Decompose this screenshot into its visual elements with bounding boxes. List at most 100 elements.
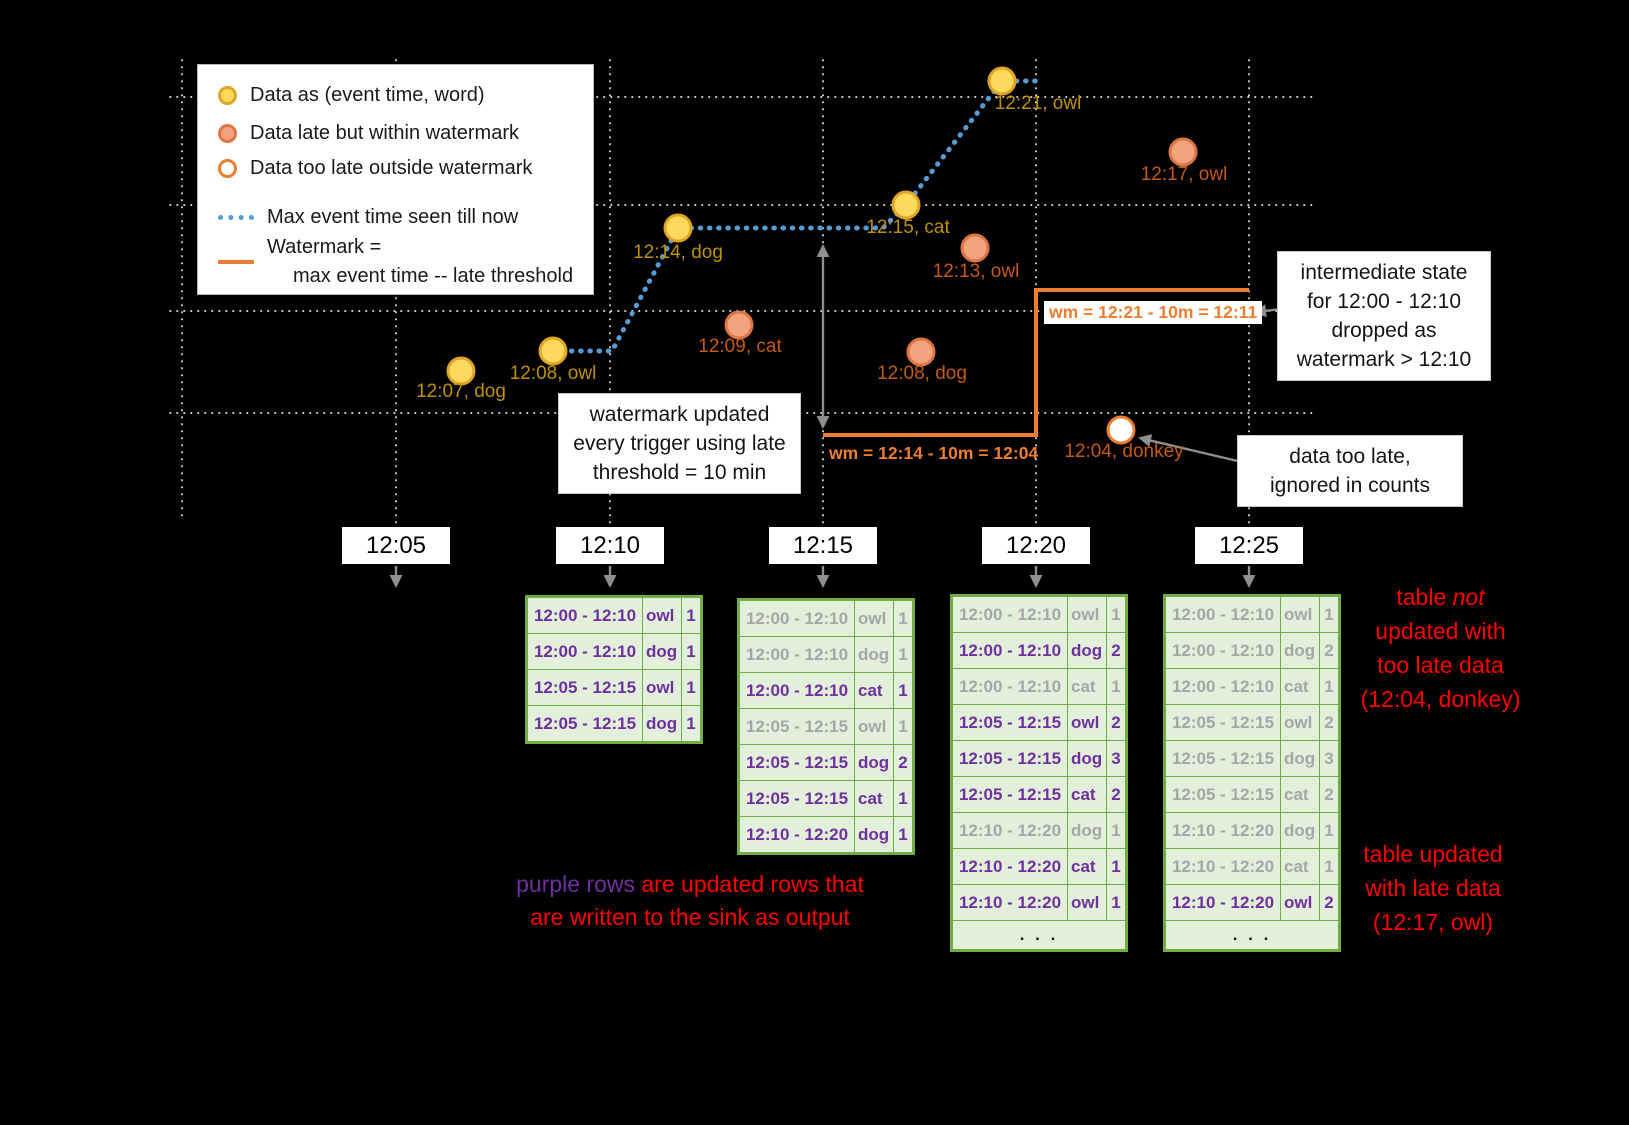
callout-state-dropped: intermediate state for 12:00 - 12:10 dro… — [1277, 251, 1491, 381]
cell-window: 12:05 - 12:15 — [951, 776, 1068, 813]
callout-line: for 12:00 - 12:10 — [1306, 290, 1462, 313]
cell-word: owl — [1067, 884, 1107, 921]
cell-word: owl — [1280, 884, 1320, 921]
note-line: (12:17, owl) — [1372, 909, 1494, 935]
data-point-label: 12:09, cat — [698, 336, 782, 357]
cell-count: 1 — [1319, 812, 1340, 849]
cell-count: 1 — [893, 780, 914, 817]
cell-window: 12:05 - 12:15 — [738, 744, 855, 781]
cell-count: 2 — [1319, 884, 1340, 921]
cell-count: 1 — [681, 596, 702, 634]
purple-rows-text: purple rows — [516, 871, 635, 897]
cell-word: cat — [854, 672, 894, 709]
legend: Data as (event time, word) Data late but… — [197, 64, 594, 295]
cell-window: 12:10 - 12:20 — [1164, 812, 1281, 849]
cell-word: dog — [1067, 740, 1107, 777]
late-dot-icon — [218, 123, 237, 143]
data-point-label: 12:04, donkey — [1064, 441, 1184, 462]
data-point-label: 12:21, owl — [994, 93, 1082, 114]
cell-word: dog — [854, 744, 894, 781]
callout-line: watermark > 12:10 — [1296, 348, 1472, 371]
note-line: are written to the sink as output — [530, 904, 850, 930]
cell-window: 12:10 - 12:20 — [951, 848, 1068, 885]
note-table-updated: table updated with late data (12:17, owl… — [1338, 837, 1528, 939]
data-point-label: 12:08, owl — [509, 363, 597, 384]
cell-word: owl — [1280, 595, 1320, 633]
cell-word: cat — [1067, 848, 1107, 885]
time-tick-12-05: 12:05 — [342, 527, 450, 564]
cell-window: 12:00 - 12:10 — [1164, 668, 1281, 705]
callout-line: data too late, — [1289, 445, 1411, 468]
time-tick-12-15: 12:15 — [769, 527, 877, 564]
watermark-line-icon — [218, 260, 254, 264]
data-point-late — [960, 233, 990, 263]
cell-word: dog — [642, 633, 682, 670]
data-point-label: 12:07, dog — [416, 381, 506, 402]
cell-count: 1 — [681, 705, 702, 743]
legend-item-watermark: Watermark = max event time -- late thres… — [218, 233, 585, 291]
note-text: are updated rows that — [635, 871, 864, 897]
ontime-dot-icon — [218, 85, 237, 105]
cell-window: 12:10 - 12:20 — [951, 812, 1068, 849]
note-line: too late data — [1377, 652, 1504, 678]
callout-line: threshold = 10 min — [592, 461, 767, 484]
data-point-label: 12:08, dog — [877, 363, 967, 384]
callout-line: every trigger using late — [573, 432, 786, 455]
cell-word: dog — [854, 636, 894, 673]
callout-line: ignored in counts — [1270, 474, 1430, 497]
cell-count: 2 — [1106, 776, 1127, 813]
cell-window: 12:10 - 12:20 — [1164, 848, 1281, 885]
callout-line: intermediate state — [1300, 261, 1468, 284]
cell-word: dog — [642, 705, 682, 743]
time-tick-12-10: 12:10 — [556, 527, 664, 564]
cell-window: 12:00 - 12:10 — [1164, 632, 1281, 669]
cell-ellipsis: . . . — [1164, 920, 1340, 951]
cell-window: 12:00 - 12:10 — [738, 672, 855, 709]
cell-window: 12:05 - 12:15 — [1164, 740, 1281, 777]
note-line: table not — [1338, 580, 1543, 614]
cell-word: dog — [1280, 740, 1320, 777]
note-line: updated with — [1375, 618, 1506, 644]
data-point-label: 12:17, owl — [1140, 164, 1228, 185]
legend-item-late: Data late but within watermark — [218, 119, 585, 147]
legend-label: Data late but within watermark — [250, 121, 520, 144]
cell-count: 2 — [1319, 632, 1340, 669]
cell-count: 1 — [893, 816, 914, 854]
cell-word: cat — [1280, 848, 1320, 885]
cell-word: cat — [1280, 776, 1320, 813]
max-event-time-line — [550, 78, 1041, 354]
cell-ellipsis: . . . — [951, 920, 1127, 951]
cell-count: 2 — [1319, 776, 1340, 813]
cell-window: 12:10 - 12:20 — [738, 816, 855, 854]
too-late-dot-icon — [218, 158, 237, 178]
cell-count: 1 — [1106, 812, 1127, 849]
time-tick-12-20: 12:20 — [982, 527, 1090, 564]
cell-word: dog — [1280, 632, 1320, 669]
cell-window: 12:05 - 12:15 — [951, 704, 1068, 741]
table-row-ellipsis: . . . — [951, 920, 1127, 951]
data-point-label: 12:15, cat — [866, 217, 950, 238]
cell-window: 12:05 - 12:15 — [951, 740, 1068, 777]
cell-count: 1 — [893, 636, 914, 673]
cell-word: cat — [1067, 668, 1107, 705]
note-table-not-updated: table not updated with too late data (12… — [1338, 580, 1543, 716]
legend-item-ontime: Data as (event time, word) — [218, 81, 585, 109]
legend-item-too-late: Data too late outside watermark — [218, 154, 585, 182]
cell-word: dog — [1280, 812, 1320, 849]
cell-window: 12:00 - 12:10 — [526, 633, 643, 670]
